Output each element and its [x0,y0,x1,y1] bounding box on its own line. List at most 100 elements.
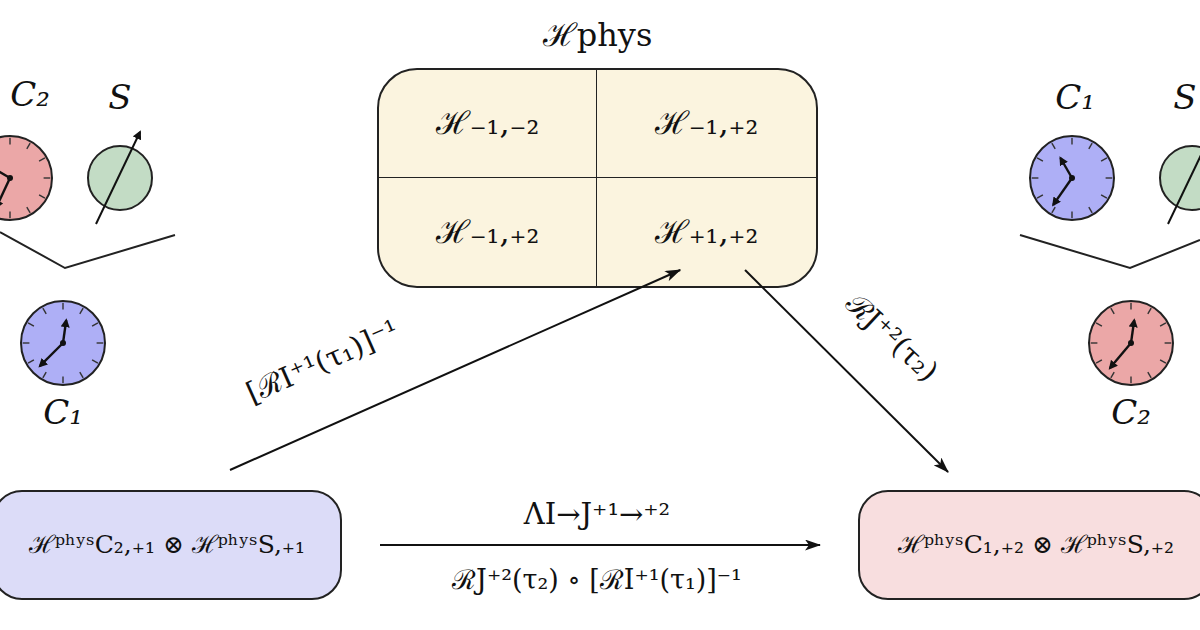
space-label: ℋᵖʰʸˢC₂,₊₁ ⊗ ℋᵖʰʸˢS,₊₁ [29,530,305,560]
space-label: ℋ₊₁,₊₂ [655,213,759,251]
clock-tick [80,372,83,378]
map-composition: ℛJ⁺²(τ₂) ∘ [ℛI⁺¹(τ₁)]⁻¹ [452,560,742,597]
clock-tick [43,372,46,378]
clock-tick [1089,207,1092,213]
clock-tick [23,342,30,343]
clock-tick [1148,372,1151,378]
clock-tick [27,143,30,149]
clock-hand [0,178,10,208]
clock-tick [28,360,34,363]
clock-tick [39,158,45,161]
sector-cell: ℋ₊₁,₊₂ [597,178,816,286]
clock-hand [1060,158,1072,178]
clock-pivot [1069,175,1075,181]
clock-tick [1101,158,1107,161]
system-name: S [1173,77,1196,117]
space-label: ℋᵖʰʸˢC₁,₊₂ ⊗ ℋᵖʰʸˢS,₊₂ [898,530,1174,560]
spin-arrow [1168,132,1200,224]
system-name: S [108,77,131,117]
clock-tick [1037,158,1043,161]
sector-cell: ℋ₋₁,₊₂ [379,178,597,286]
sector-cell: ℋ₋₁,₊₂ [597,70,816,178]
clock-name: C₁ [43,392,83,432]
clock-tick [80,308,83,314]
state-space-box: ℋphysℋ₋₁,₋₂ℋ₋₁,₊₂ℋ₋₁,₊₂ℋ₊₁,₊₂ [377,68,818,288]
map-arrow [230,270,680,470]
clock-symbol [1089,301,1173,385]
clock-tick [1091,342,1098,343]
clock-tick [44,177,51,178]
clock-name: C₁ [1055,77,1095,117]
clock-tick [1089,143,1092,149]
clock-tick [1160,360,1166,363]
clock-tick [1052,143,1055,149]
clock-symbol [21,301,105,385]
clock-tick [9,138,10,145]
space-label: ℋ₋₁,₋₂ [436,104,540,142]
clock-hand [1053,178,1072,205]
clock-tick [1111,308,1114,314]
clock-symbol [1030,136,1114,220]
spin-ball [1160,146,1200,210]
clock-tick [9,212,10,219]
clock-face [1030,136,1114,220]
clock-tick [97,342,104,343]
map-label: [ℛI⁺¹(τ₁)]⁻¹ [240,309,405,411]
clock-name: C₂ [10,74,50,114]
sector-cell: ℋ₋₁,₋₂ [379,70,597,178]
clock-tick [1052,207,1055,213]
map-label: ΛI→J⁺¹→⁺² [524,497,671,531]
clock-tick [92,360,98,363]
spin-symbol [88,132,152,224]
spin-arrow [96,132,140,224]
clock-hand [0,166,10,178]
clock-tick [28,323,34,326]
clock-pivot [1128,340,1134,346]
clock-tick [1160,323,1166,326]
clock-tick [1096,360,1102,363]
space-heading: ℋphys [379,12,816,55]
clock-tick [1032,177,1039,178]
clock-tick [1101,195,1107,198]
clock-tick [62,303,63,310]
map-arrow [745,270,948,472]
space-label: ℋ₋₁,₊₂ [655,104,759,142]
clock-face [21,301,105,385]
clock-face [1089,301,1173,385]
clock-tick [1071,212,1072,219]
clock-hand [1131,320,1134,343]
reduced-space-box: ℋᵖʰʸˢC₁,₊₂ ⊗ ℋᵖʰʸˢS,₊₂ [858,490,1200,600]
clock-name: C₂ [1111,392,1151,432]
clock-tick [1071,138,1072,145]
clock-symbol [0,136,52,220]
clock-tick [1106,177,1113,178]
grouping-bracket [1020,235,1200,268]
clock-tick [1111,372,1114,378]
map-label: ℛJ⁺²(τ₂) [838,283,948,389]
clock-tick [1096,323,1102,326]
clock-tick [27,207,30,213]
map-arrow [380,544,820,546]
clock-tick [62,377,63,384]
clock-tick [43,308,46,314]
clock-tick [92,323,98,326]
clock-pivot [60,340,66,346]
clock-hand [40,343,63,366]
clock-tick [1165,342,1172,343]
clock-tick [1130,377,1131,384]
clock-tick [1148,308,1151,314]
spin-symbol [1160,132,1200,224]
grouping-bracket [0,232,175,268]
clock-face [0,136,52,220]
clock-hand [1110,343,1131,368]
clock-hand [63,320,66,343]
clock-tick [39,195,45,198]
spin-ball [88,146,152,210]
clock-tick [1037,195,1043,198]
clock-pivot [7,175,13,181]
reduced-space-box: ℋᵖʰʸˢC₂,₊₁ ⊗ ℋᵖʰʸˢS,₊₁ [0,490,342,600]
clock-tick [1130,303,1131,310]
space-label: ℋ₋₁,₊₂ [436,213,540,251]
